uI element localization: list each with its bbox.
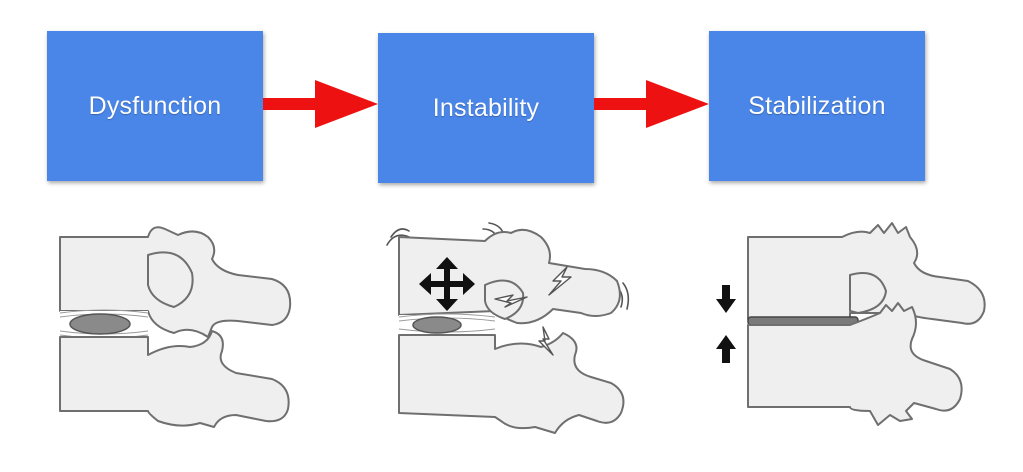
stage-label-stabilization: Stabilization <box>748 91 886 120</box>
up-down-arrows-icon <box>716 285 736 363</box>
spine-segment-dysfunction <box>59 226 292 428</box>
spine-segment-instability <box>386 222 630 434</box>
right-arrow-icon <box>594 80 709 128</box>
lightning-bolt-icon <box>494 294 528 308</box>
stage-label-instability: Instability <box>432 93 540 122</box>
right-arrow-icon <box>263 80 378 128</box>
stage-label-dysfunction: Dysfunction <box>88 91 222 120</box>
lightning-bolt-icon <box>548 266 572 296</box>
stage-box-instability: Instability <box>378 33 594 183</box>
lightning-bolt-icon <box>538 326 554 356</box>
stage-box-stabilization: Stabilization <box>709 31 925 181</box>
stage-box-dysfunction: Dysfunction <box>47 31 263 181</box>
spine-segment-stabilization <box>716 222 986 426</box>
four-way-arrow-icon <box>419 257 475 311</box>
